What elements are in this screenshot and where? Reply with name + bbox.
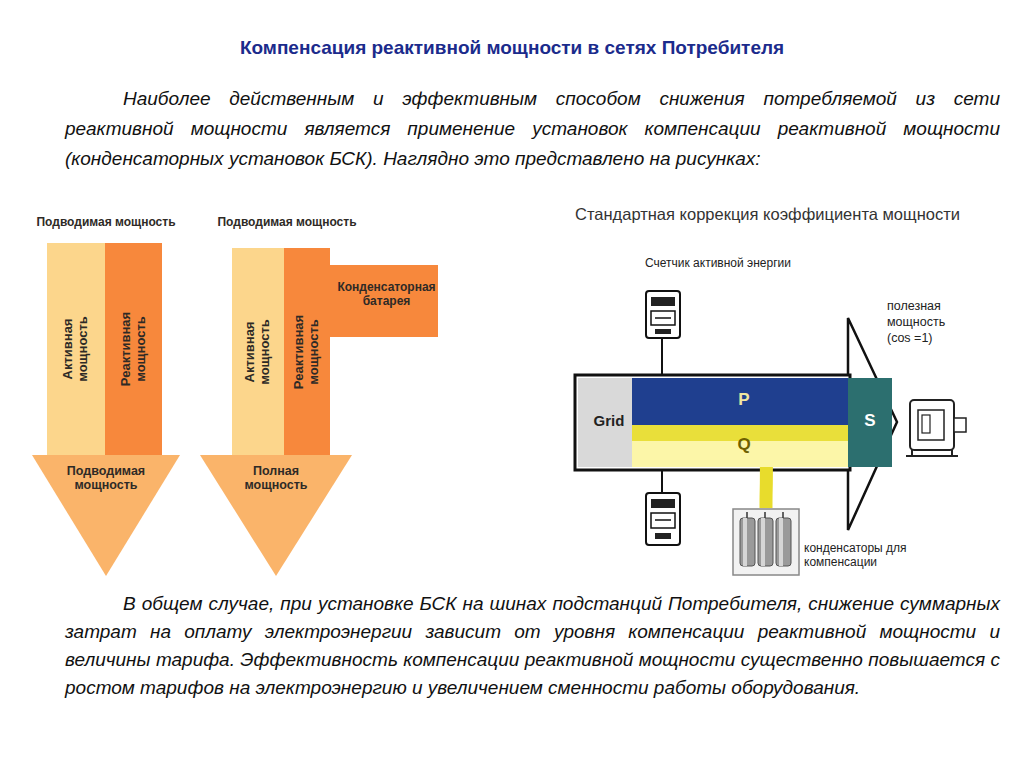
band-label: P — [632, 390, 856, 410]
meter-label: Счетчик активной энергии — [645, 256, 845, 271]
intro-paragraph: Наиболее действенным и эффективным спосо… — [65, 84, 1000, 174]
band-label: Q — [632, 435, 856, 455]
apparent-power-band: S — [848, 378, 892, 467]
power-arrow: Активная мощность Реактивная мощность Конд… — [198, 214, 440, 578]
arrow-head-label: Полная мощность — [226, 464, 326, 493]
arrow-heading: Подводимая мощность — [30, 216, 182, 230]
energy-meter — [646, 291, 680, 375]
column-label: Реактивная мощность — [292, 302, 322, 402]
arrow-head-label: Подводимая мощность — [56, 464, 156, 493]
active-power-column: Активная мощность — [47, 243, 105, 455]
arrow-head-outline — [848, 318, 897, 530]
power-arrow: Активная мощностьРеактивная мощностьПодв… — [30, 214, 182, 578]
capacitor-unit: конденсаторы для компенсации — [732, 508, 927, 580]
grid-band: Grid — [578, 378, 640, 467]
active-power-column: Активная мощность — [232, 248, 284, 455]
capacitor-label: Конденсаторная батарея — [332, 281, 441, 309]
reactive-power-column: Реактивная мощность — [284, 248, 330, 455]
capacitor-icon — [732, 508, 800, 578]
title: Компенсация реактивной мощности в сетях … — [0, 37, 1024, 59]
diagram-title: Стандартная коррекция коэффициента мощно… — [575, 204, 1005, 224]
motor-icon — [906, 400, 966, 456]
energy-meter — [646, 470, 680, 545]
arrow-head — [200, 455, 352, 576]
band-label: S — [848, 411, 892, 431]
arrow-head — [32, 455, 180, 576]
useful-power-label: полезная мощность (cos =1) — [887, 298, 959, 346]
reactive-power-band: Q — [632, 425, 856, 467]
column-label: Реактивная мощность — [119, 299, 149, 399]
reactive-power-column: Реактивная мощность — [105, 243, 162, 455]
column-label: Активная мощность — [61, 299, 91, 399]
capacitor-bank-band: Конденсаторная батарея — [329, 265, 438, 337]
capacitor-caption: конденсаторы для компенсации — [804, 542, 926, 570]
arrow-heading: Подводимая мощность — [198, 216, 376, 230]
conclusion-paragraph: В общем случае, при установке БСК на шин… — [65, 590, 1000, 702]
band-label: Grid — [578, 412, 640, 429]
compensation-flow — [760, 467, 773, 508]
active-power-band: P — [632, 378, 856, 425]
column-label: Активная мощность — [243, 302, 273, 402]
